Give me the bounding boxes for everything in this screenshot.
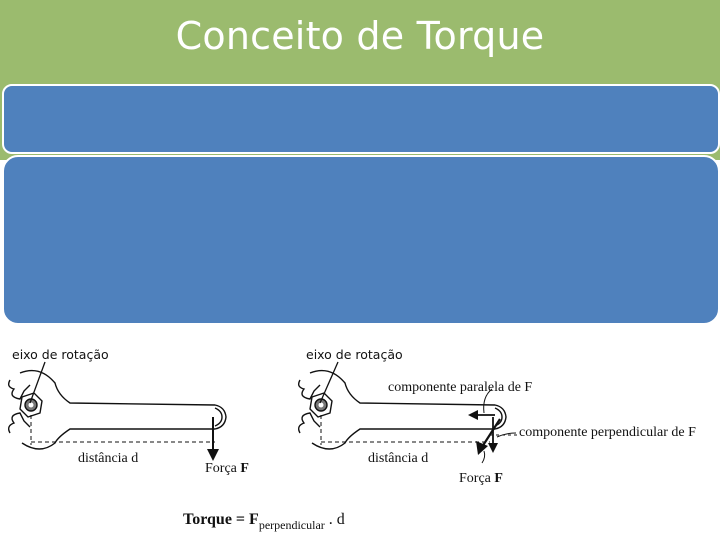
parallel-pointer — [483, 388, 493, 414]
perpendicular-pointer — [496, 432, 517, 438]
right-axis-pointer — [319, 361, 339, 404]
left-force-label: Força F — [205, 461, 249, 476]
right-force-label: Força F — [459, 471, 503, 486]
perpendicular-component-arrowhead — [488, 443, 498, 453]
content-panel-top — [2, 84, 720, 154]
left-force-arrowhead — [207, 449, 219, 461]
right-axis-label: eixo de rotação — [306, 347, 403, 362]
parallel-component-arrowhead — [468, 410, 478, 420]
left-axis-label: eixo de rotação — [12, 347, 109, 362]
torque-diagram: eixo de rotação distância d Força F — [7, 347, 696, 532]
left-distance-label: distância d — [78, 451, 138, 466]
right-distance-label: distância d — [368, 451, 428, 466]
content-panel-main — [2, 155, 720, 325]
torque-diagram-figure: eixo de rotação distância d Força F — [0, 325, 720, 540]
right-force-arrowhead — [476, 441, 488, 455]
torque-formula: Torque = Fperpendicular . d — [183, 511, 345, 532]
right-force-arrow — [481, 418, 501, 448]
perpendicular-component-label: componente perpendicular de F — [519, 425, 696, 440]
force-pointer — [481, 450, 486, 464]
left-axis-pointer — [29, 361, 46, 404]
parallel-component-label: componente paralela de F — [388, 380, 532, 395]
slide-title: Conceito de Torque — [175, 14, 545, 58]
left-wrench — [7, 369, 227, 450]
